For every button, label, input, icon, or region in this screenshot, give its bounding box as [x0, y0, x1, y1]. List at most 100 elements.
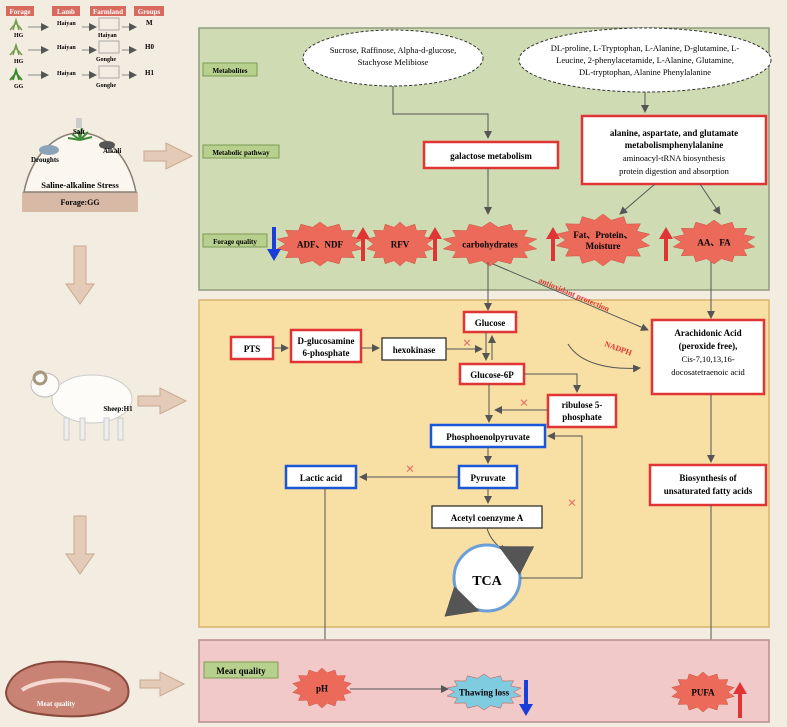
inhibition-x-icon: × [405, 461, 414, 478]
forage-gg-label: Forage:GG [60, 198, 99, 207]
legend-row2-farmland: Gonghe [96, 57, 116, 63]
arachidonic-line1: Arachidonic Acid [674, 328, 741, 338]
pts-label: PTS [244, 344, 261, 354]
aa-fa-burst-label: AA、FA [697, 238, 731, 248]
ribulose-line2: phosphate [562, 412, 602, 422]
label-text: Metabolites [213, 67, 248, 75]
arachidonic-line2: (peroxide free), [679, 341, 738, 351]
legend-row3-forage: GG [14, 84, 24, 90]
legend-row2-lamb: Haiyan [57, 45, 76, 51]
thawing-loss-burst-label: Thawing loss [459, 688, 510, 698]
sheep-label: Sheep:H1 [103, 405, 133, 413]
amino-title-line2: metabolismphenylalanine [625, 140, 724, 150]
thawing-loss-burst: Thawing loss [446, 673, 522, 711]
carbohydrates-burst: carbohydrates [442, 221, 538, 267]
salt-shaker-icon [76, 118, 82, 128]
nadph-arrow [567, 343, 641, 373]
ph-burst: pH [292, 667, 352, 709]
pyruvate-label: Pyruvate [471, 473, 506, 483]
cycle-arrow-icon [444, 586, 480, 617]
legend-row3-lamb: Haiyan [57, 71, 76, 77]
metabolites-left-line2: Stachyose Melibiose [358, 57, 429, 67]
glucose-6p-label: Glucose-6P [470, 370, 514, 380]
ph-burst-label: pH [316, 684, 328, 694]
flow-arrow-icon [65, 245, 95, 305]
connector-arrow [619, 183, 656, 215]
legend-header-groups: Groups [138, 8, 161, 16]
arachidonic-line4: docosatetraenoic acid [671, 367, 745, 377]
legend-row3-farmland: Gonghe [96, 83, 116, 89]
grass-icon [67, 127, 93, 141]
pufa-burst-label: PUFA [691, 688, 715, 698]
pep-label: Phosphoenolpyruvate [446, 432, 530, 442]
fat-protein-moisture-burst-label: Fat、Protein、 [573, 230, 632, 240]
farmland-icon [98, 17, 120, 31]
lactic-acid-box [284, 464, 358, 490]
sugar-metabolites-ellipse [302, 29, 484, 87]
connector-arrow [520, 432, 583, 579]
farmland-icon [98, 65, 120, 79]
legend-row1-group: M [146, 19, 153, 27]
alkali-pile-icon [99, 141, 115, 149]
decrease-arrow-icon [519, 680, 533, 716]
d-glucosamine-box [289, 328, 363, 364]
ribulose-5-phosphate-box [546, 393, 618, 429]
aa-fa-burst: AA、FA [672, 219, 756, 265]
meat-illustration: Meat quality [4, 660, 130, 718]
legend-header-farmland: Farmland [93, 8, 123, 16]
biosynthesis-box [648, 463, 768, 507]
panel-label-forage-quality: Forage quality [202, 233, 268, 248]
decrease-arrow-icon [267, 227, 281, 261]
galactose-metabolism-label: galactose metabolism [450, 151, 532, 161]
stress-droughts-label: Droughts [31, 156, 59, 164]
glucose-box [462, 310, 518, 334]
metabolites-right-line3: DL-tryptophan, Alanine Phenylalanine [579, 67, 711, 77]
tca-label: TCA [472, 574, 502, 589]
cycle-arrow-icon [498, 546, 535, 575]
carbohydrates-burst-shape [442, 221, 538, 267]
panel-label-pathway: Metabolic pathway [202, 144, 280, 159]
grass-icon [9, 66, 23, 81]
legend-row1-lamb: Haiyan [57, 21, 76, 27]
panel-label-meat-quality: Meat quality [203, 661, 279, 679]
rfv-burst-shape [366, 221, 434, 267]
arachidonic-line3: Cis-7,10,13,16- [681, 354, 734, 364]
flow-arrow-icon [143, 142, 194, 170]
label-text: Metabolic pathway [212, 149, 270, 157]
ph-burst-shape [292, 667, 352, 709]
legend-row1-forage: HG [14, 33, 24, 39]
ribulose-line1: ribulose 5- [562, 400, 603, 410]
increase-arrow-icon [659, 227, 673, 261]
inhibition-x-icon: × [462, 335, 471, 352]
pufa-burst-shape [671, 671, 735, 713]
galactose-metabolism-box [422, 140, 560, 170]
increase-arrow-icon [546, 227, 560, 261]
increase-arrow-icon [428, 227, 442, 261]
connector-arrow [699, 183, 721, 215]
aa-fa-burst-shape [672, 219, 756, 265]
cloud-icon [39, 145, 59, 155]
legend-row2-forage: HG [14, 59, 24, 65]
sheep-illustration: Sheep:H1 [30, 370, 133, 441]
antioxidant-arrow [492, 263, 649, 331]
acetyl-coa-label: Acetyl coenzyme A [451, 513, 524, 523]
label-text: Meat quality [216, 666, 266, 676]
stress-title: Saline-alkaline Stress [41, 180, 119, 190]
legend-row3-group: H1 [145, 69, 154, 77]
inhibition-x-icon: × [567, 495, 576, 512]
rfv-burst: RFV [366, 221, 434, 267]
fat-protein-moisture-burst-label: Moisture [586, 241, 621, 251]
panel-label-metabolites: Metabolites [202, 62, 258, 77]
farmland-icon [98, 40, 120, 54]
biosynthesis-line2: unsaturated fatty acids [664, 486, 753, 496]
inhibition-x-icon: × [519, 395, 528, 412]
legend-table: Forage Lamb Farmland Groups HG Haiyan Ha… [6, 6, 164, 90]
adf-ndf-burst-label: ADF、NDF [297, 240, 343, 250]
amino-sub-line1: aminoacyl-tRNA biosynthesis [623, 153, 725, 163]
legend-header-lamb: Lamb [57, 8, 75, 16]
biosynthesis-line1: Biosynthesis of [679, 473, 737, 483]
connector-arrow [392, 86, 492, 139]
rfv-burst-label: RFV [391, 240, 410, 250]
flow-arrow-icon [137, 387, 188, 415]
pufa-burst: PUFA [671, 671, 735, 713]
